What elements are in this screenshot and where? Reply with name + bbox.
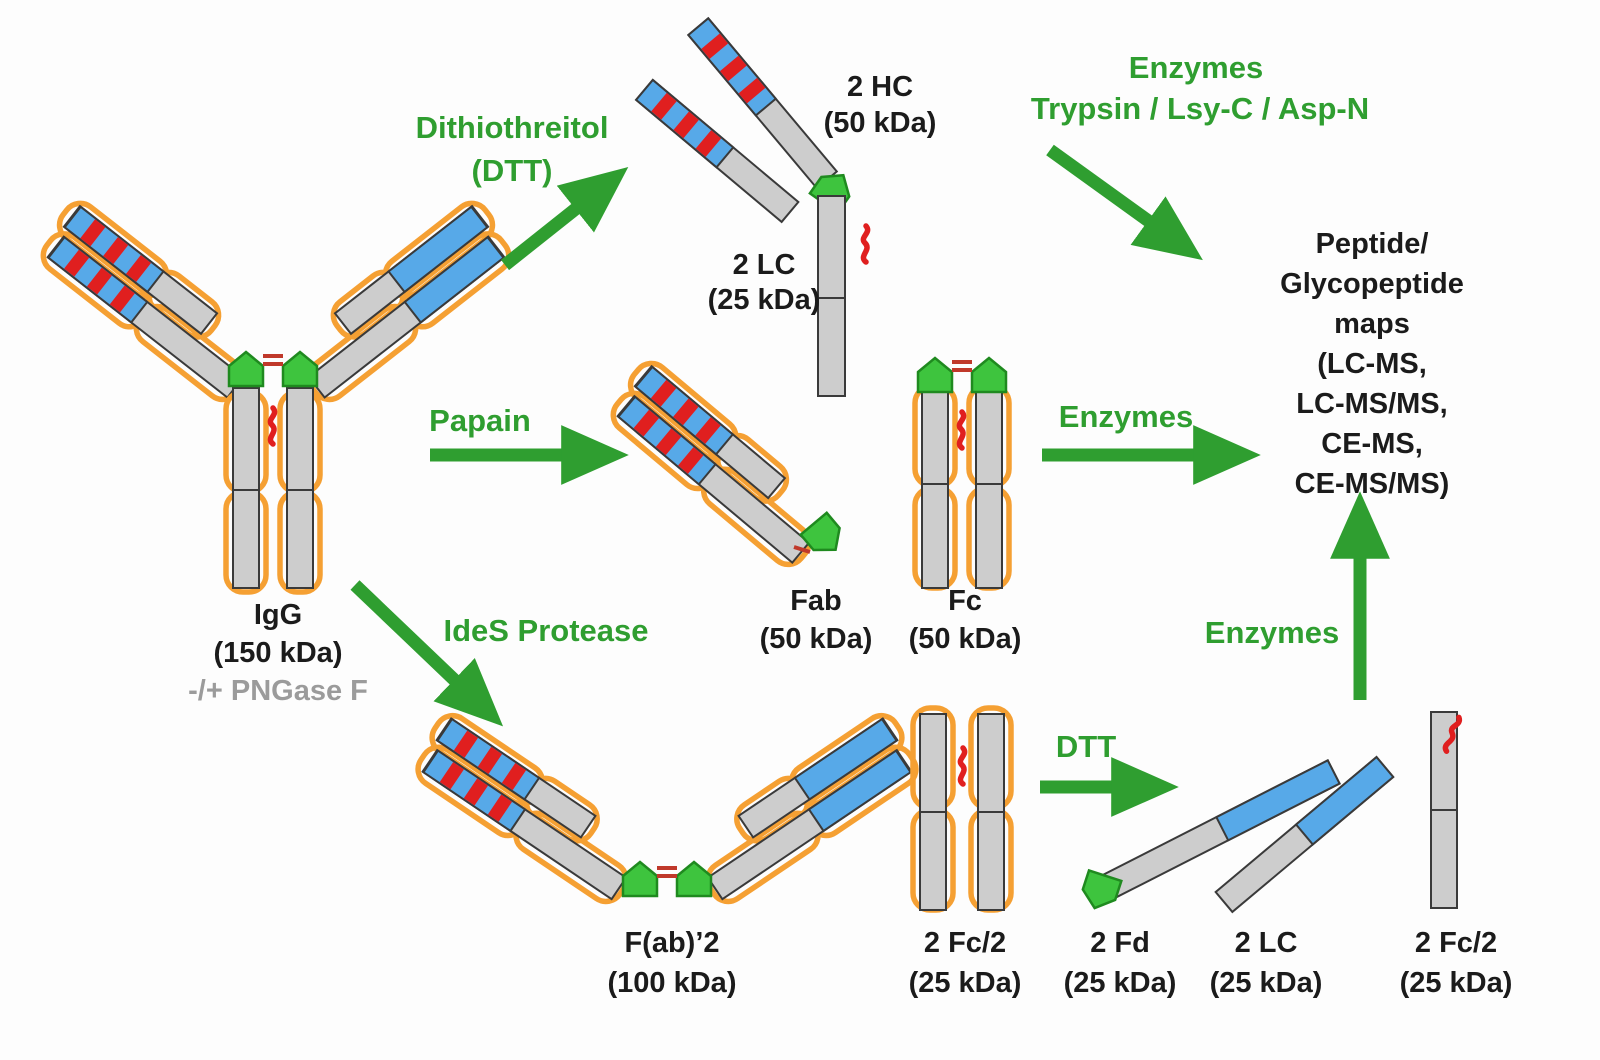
- output-maps-line3: maps: [1334, 308, 1410, 340]
- fab2-structure: [407, 709, 928, 908]
- fab-name: Fab: [790, 585, 842, 617]
- fab2-name: F(ab)’2: [624, 927, 720, 959]
- dtt-arrow: [500, 167, 629, 271]
- glycan-icon: [959, 412, 963, 448]
- lc-top-mass: (25 kDa): [707, 284, 821, 316]
- igg-heavy-chain-stem: [232, 387, 260, 589]
- trypsin-arrow: [1046, 144, 1203, 261]
- hinge-icon: [675, 860, 713, 898]
- output-maps-line6: CE-MS,: [1321, 428, 1423, 460]
- lc-bottom-mass: (25 kDa): [1209, 967, 1323, 999]
- glycan-icon: [270, 408, 274, 444]
- dtt-label-line1: Dithiothreitol: [415, 110, 609, 145]
- fc2-pair-structure: [913, 708, 1011, 910]
- fc2-right-mass: (25 kDa): [1399, 967, 1513, 999]
- output-maps-line2: Glycopeptide: [1280, 268, 1464, 300]
- hinge-icon: [970, 356, 1008, 394]
- fd-structure: [1077, 759, 1341, 915]
- fd-mass: (25 kDa): [1063, 967, 1177, 999]
- output-maps-line7: CE-MS/MS): [1294, 468, 1450, 500]
- dtt-label-line2: (DTT): [471, 153, 553, 188]
- output-maps-line4: (LC-MS,: [1317, 348, 1427, 380]
- dtt-bottom-label: DTT: [1055, 729, 1117, 764]
- ides-arrow: [350, 580, 504, 727]
- output-maps-line1: Peptide/: [1315, 228, 1429, 260]
- fc-structure: [915, 356, 1009, 588]
- fd-name: 2 Fd: [1090, 927, 1150, 959]
- enzymes-mid-label: Enzymes: [1058, 399, 1194, 434]
- fc2-mid-name: 2 Fc/2: [923, 927, 1007, 959]
- hc-top-name: 2 HC: [846, 71, 914, 103]
- papain-label: Papain: [429, 403, 531, 438]
- hc-top-structure: [686, 16, 867, 397]
- hinge-icon: [281, 350, 319, 388]
- lc-top-name: 2 LC: [732, 249, 796, 281]
- hinge-icon: [227, 350, 265, 388]
- igg-name: IgG: [253, 599, 303, 631]
- fab-structure: [602, 357, 850, 572]
- lc-bottom-name: 2 LC: [1234, 927, 1298, 959]
- fc-mass: (50 kDa): [908, 623, 1022, 655]
- fc-name: Fc: [948, 585, 982, 617]
- fc2-single-structure: [1430, 711, 1460, 909]
- fc2-right-name: 2 Fc/2: [1414, 927, 1498, 959]
- output-maps-line5: LC-MS/MS,: [1296, 388, 1448, 420]
- igg-pngase-note: -/+ PNGase F: [188, 675, 368, 707]
- fab-mass: (50 kDa): [759, 623, 873, 655]
- glycan-icon: [863, 226, 867, 262]
- igg-heavy-chain-stem: [286, 387, 314, 589]
- fc2-mid-mass: (25 kDa): [908, 967, 1022, 999]
- disulfide-bond: [793, 545, 811, 554]
- glycan-icon: [960, 748, 964, 784]
- hinge-icon: [621, 860, 659, 898]
- hc-top-mass: (50 kDa): [823, 107, 937, 139]
- igg-mass: (150 kDa): [213, 637, 343, 669]
- enzymes-trypsin-label-line2: Trypsin / Lsy-C / Asp-N: [1030, 91, 1370, 126]
- fab2-mass: (100 kDa): [607, 967, 737, 999]
- igg-structure: [32, 197, 521, 592]
- hinge-icon: [916, 356, 954, 394]
- ides-protease-label: IdeS Protease: [443, 613, 649, 648]
- enzymes-trypsin-label-line1: Enzymes: [1128, 50, 1264, 85]
- enzymes-bottom-label: Enzymes: [1204, 615, 1340, 650]
